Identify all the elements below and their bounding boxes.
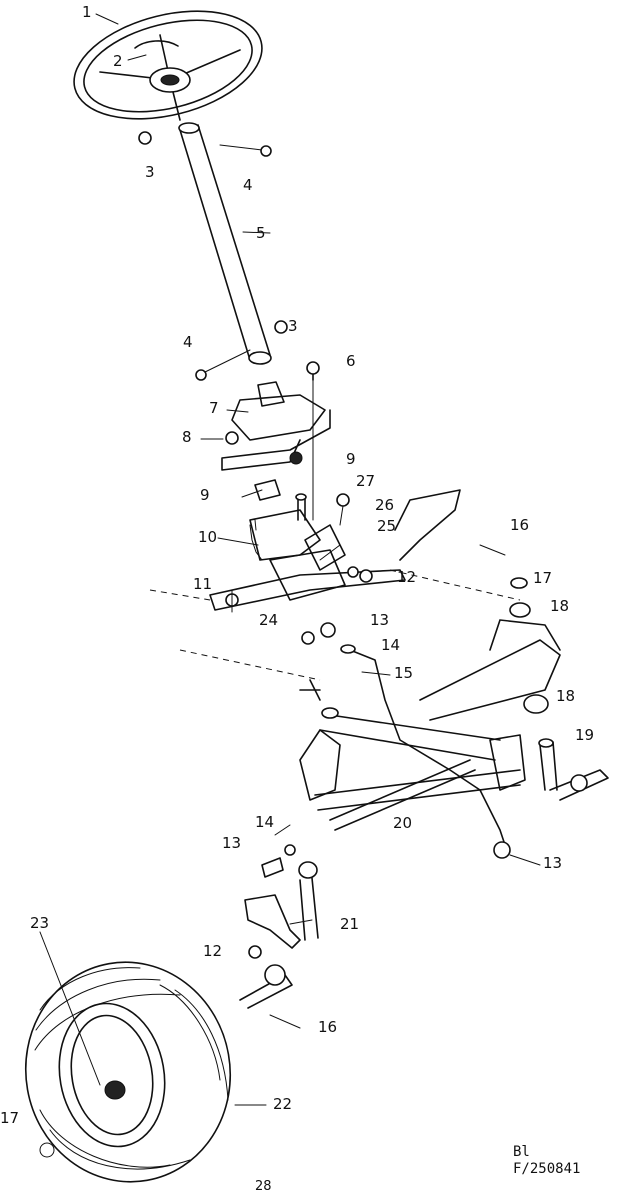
wheel-and-tire	[24, 961, 232, 1183]
callout-19: 19	[575, 726, 595, 744]
callout-18: 18	[550, 597, 570, 615]
front-axle	[299, 679, 521, 831]
callout-17b: 17	[0, 1109, 20, 1127]
callout-1: 1	[82, 3, 92, 21]
callout-7: 7	[209, 399, 219, 417]
support-bracket	[221, 379, 331, 521]
callout-25: 25	[377, 517, 397, 535]
callout-16b: 16	[318, 1018, 338, 1036]
callout-3b: 3	[288, 317, 298, 335]
callout-10: 10	[198, 528, 218, 546]
callout-24: 24	[259, 611, 279, 629]
callout-23: 23	[30, 914, 50, 932]
callout-26: 26	[375, 496, 395, 514]
callout-14b: 14	[255, 813, 275, 831]
callout-6: 6	[346, 352, 356, 370]
callout-4: 4	[243, 176, 253, 194]
drawing-code-line1: Bl	[513, 1144, 530, 1160]
callout-12b: 12	[203, 942, 223, 960]
leader-lines	[39, 13, 541, 1106]
right-spindle	[479, 544, 609, 859]
callout-5: 5	[256, 224, 266, 242]
callout-4b: 4	[183, 333, 193, 351]
callout-3: 3	[145, 163, 155, 181]
callout-11: 11	[193, 575, 213, 593]
callout-13c: 13	[543, 854, 563, 872]
callout-9b: 9	[200, 486, 210, 504]
callout-8: 8	[182, 428, 192, 446]
drawing-code-line2: F/250841	[513, 1161, 581, 1177]
callout-20: 20	[393, 814, 413, 832]
callout-13: 13	[370, 611, 390, 629]
callout-15: 15	[394, 664, 414, 682]
callout-22: 22	[273, 1095, 293, 1113]
fasteners-upper	[138, 131, 320, 381]
callout-16: 16	[510, 516, 530, 534]
callout-2: 2	[113, 52, 123, 70]
callout-13b: 13	[222, 834, 242, 852]
drag-link	[301, 622, 506, 846]
page-number: 28	[255, 1179, 272, 1194]
steering-wheel	[73, 10, 263, 121]
callout-9: 9	[346, 450, 356, 468]
callout-17: 17	[533, 569, 553, 587]
steering-column	[178, 122, 272, 365]
callout-18b: 18	[556, 687, 576, 705]
callout-27: 27	[356, 472, 376, 490]
left-spindle	[239, 844, 319, 1029]
sector-gear	[209, 493, 406, 613]
callout-12: 12	[397, 568, 417, 586]
callout-14: 14	[381, 636, 401, 654]
callout-21: 21	[340, 915, 360, 933]
